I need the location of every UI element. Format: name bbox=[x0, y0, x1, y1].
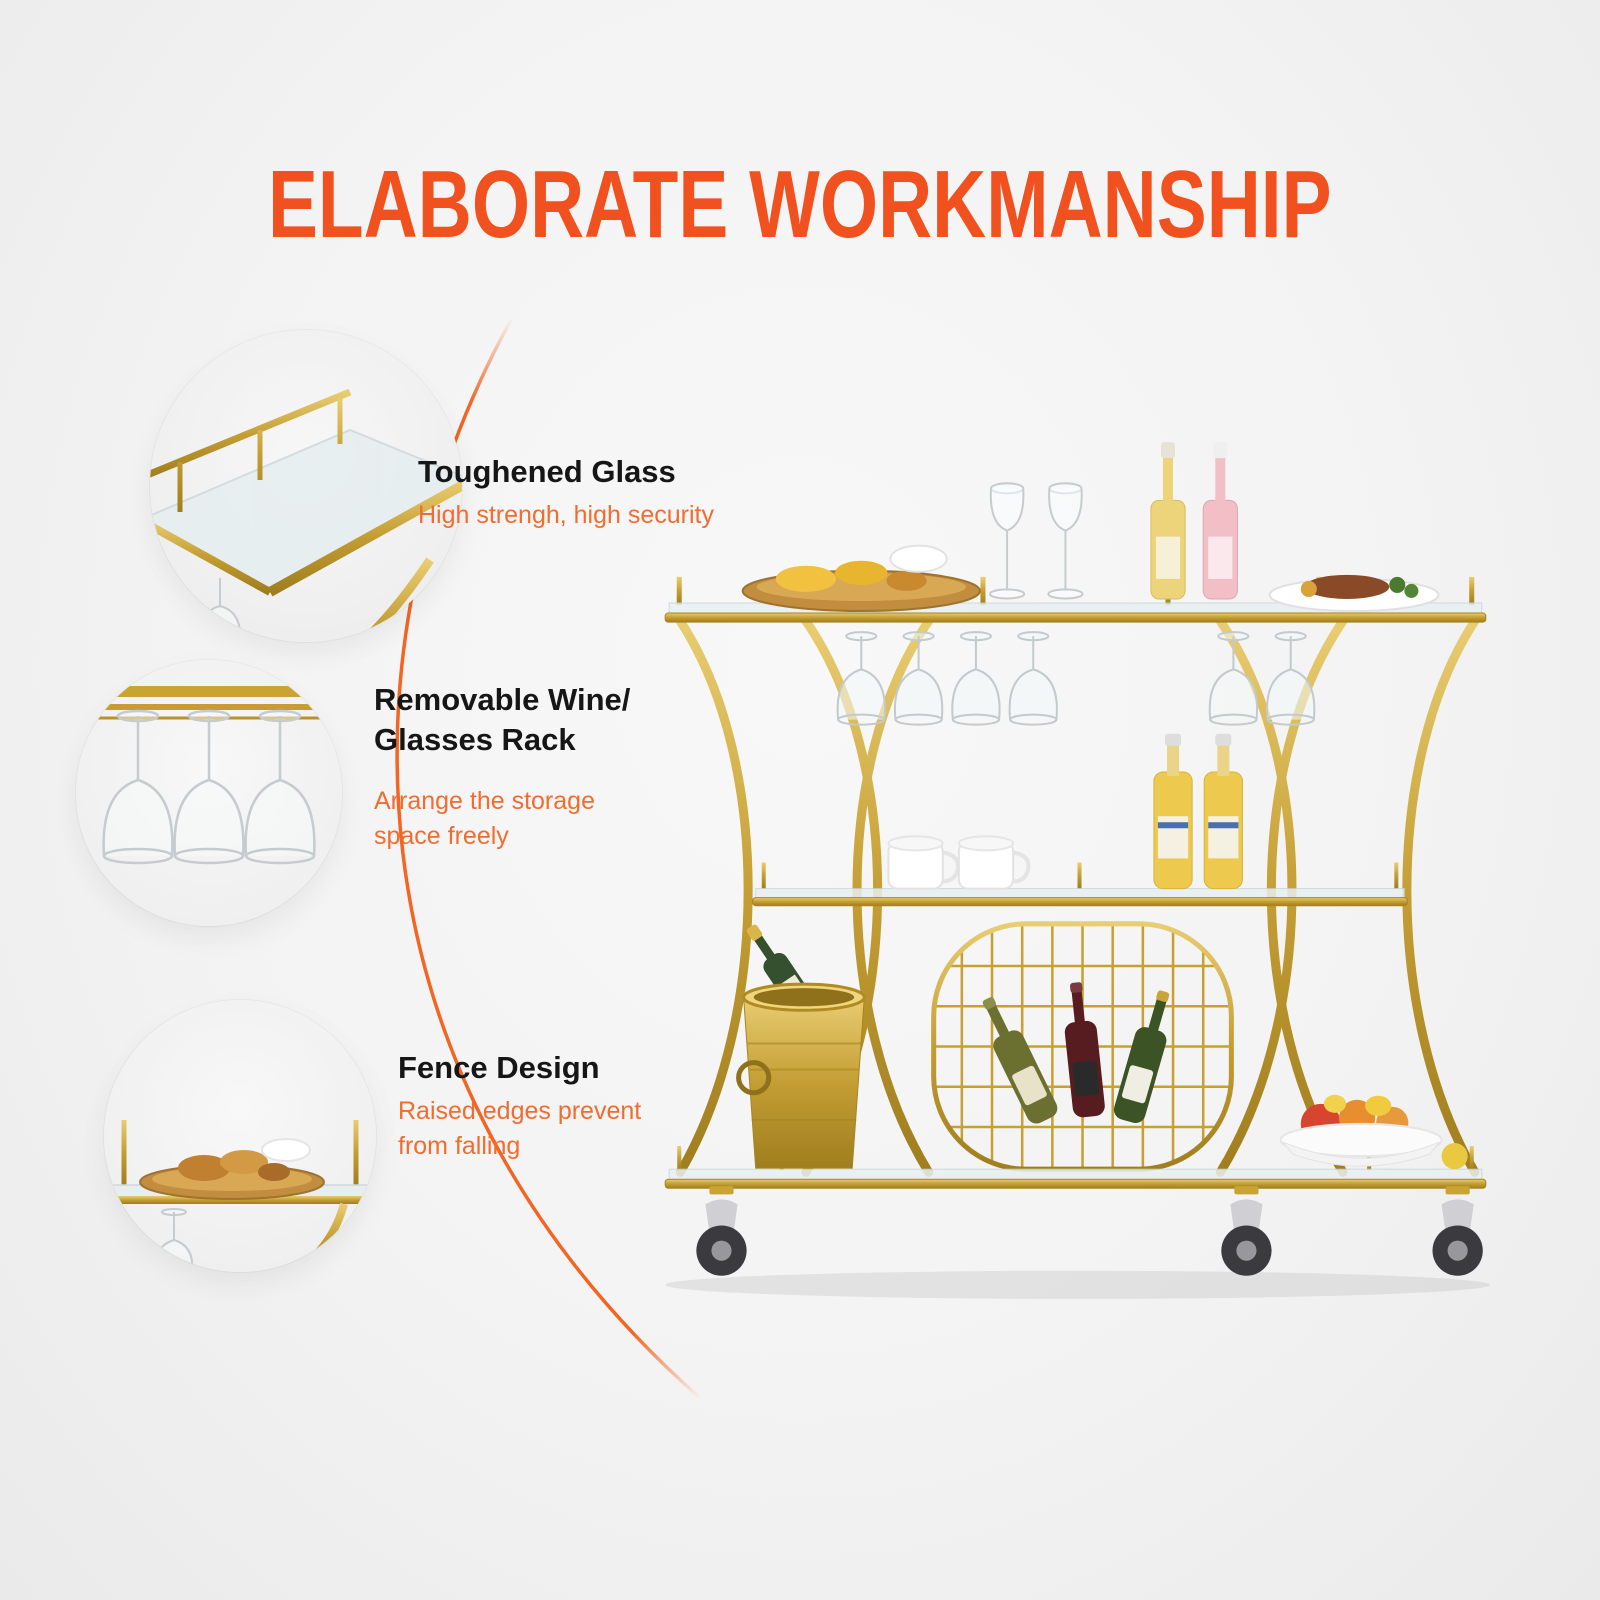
feature-title: Removable Wine/ Glasses Rack bbox=[374, 682, 631, 757]
dinner-plate bbox=[1268, 574, 1440, 613]
detail-photo-glasses-rack bbox=[76, 660, 342, 926]
wooden-tray bbox=[741, 544, 981, 613]
product-photo-bar-cart bbox=[655, 428, 1500, 1313]
feature-fence-design: Fence Design Raised edges prevent from f… bbox=[398, 1048, 718, 1164]
caster-wheel bbox=[696, 1186, 747, 1276]
drink-bottle-pink bbox=[1202, 442, 1238, 600]
feature-desc: Raised edges prevent from falling bbox=[398, 1097, 642, 1160]
wooden-tray bbox=[139, 1138, 325, 1200]
wine-glass bbox=[989, 482, 1026, 600]
drink-bottle-yellow bbox=[1150, 442, 1186, 600]
page-title: ELABORATE WORKMANSHIP bbox=[0, 150, 1600, 260]
caster-wheels bbox=[696, 1186, 1483, 1276]
detail-photo-fence-design bbox=[104, 1000, 376, 1272]
fruit-bowl bbox=[1279, 1094, 1468, 1170]
cart-middle-shelf bbox=[752, 859, 1408, 907]
middle-shelf-items bbox=[887, 733, 1243, 890]
wine-bottle bbox=[1113, 990, 1170, 1124]
wine-bottle bbox=[982, 997, 1058, 1124]
feature-toughened-glass: Toughened Glass High strengh, high secur… bbox=[418, 452, 714, 533]
fence-rail bbox=[114, 1117, 366, 1185]
lemonade-bottle bbox=[1153, 733, 1193, 890]
caster-wheel bbox=[1221, 1186, 1272, 1276]
feature-wine-glasses-rack: Removable Wine/ Glasses Rack Arrange the… bbox=[374, 680, 684, 854]
wine-glass bbox=[1047, 482, 1084, 600]
feature-desc: High strengh, high security bbox=[418, 501, 714, 529]
glass-shelf-corner bbox=[150, 388, 462, 597]
feature-title: Toughened Glass bbox=[418, 454, 676, 489]
wine-bottle bbox=[1064, 982, 1105, 1118]
hanging-stemware bbox=[836, 631, 1316, 726]
top-shelf-items bbox=[741, 442, 1440, 613]
page-title-text: ELABORATE WORKMANSHIP bbox=[268, 151, 1332, 258]
caster-wheel bbox=[1432, 1186, 1483, 1276]
ice-bucket bbox=[736, 924, 866, 1169]
floor-shadow bbox=[665, 1270, 1490, 1299]
hanging-wine-glasses bbox=[102, 709, 316, 865]
lemonade-bottle bbox=[1203, 733, 1243, 890]
wine-basket bbox=[931, 921, 1234, 1172]
mug bbox=[957, 835, 1031, 890]
feature-desc: Arrange the storage space freely bbox=[374, 787, 595, 850]
detail-photo-toughened-glass bbox=[150, 330, 462, 642]
feature-title: Fence Design bbox=[398, 1050, 600, 1085]
